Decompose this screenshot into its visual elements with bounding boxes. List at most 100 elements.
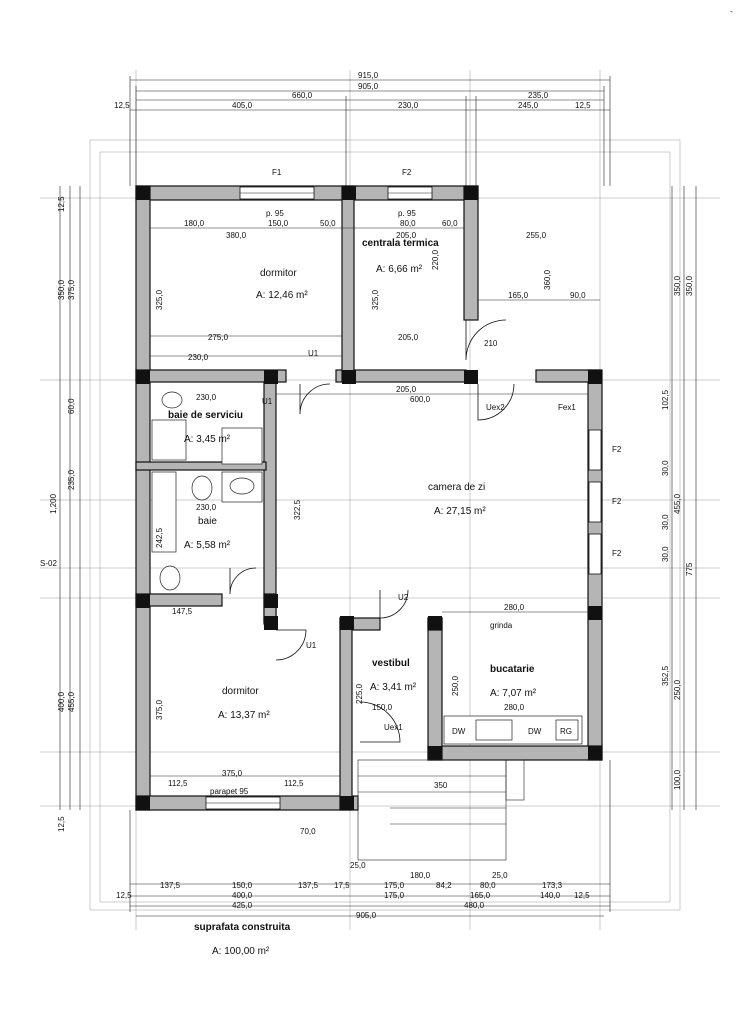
bottom-dim-r2-3: 165,0 <box>470 891 491 900</box>
right-dim-4: 30,0 <box>661 514 670 530</box>
room-area-baie: A: 5,58 m² <box>184 540 231 551</box>
dim-90: 90,0 <box>570 291 586 300</box>
right-dim-8: 100,0 <box>673 769 682 790</box>
dim-row2: 905,0 <box>358 82 379 91</box>
bottom-dim-r1-7: 173,3 <box>542 881 563 890</box>
bottom-dim-r3-1: 480,0 <box>464 901 485 910</box>
right-dim-3: 30,0 <box>661 460 670 476</box>
kitchen-rg: RG <box>560 727 572 736</box>
bottom-dim-r1-5: 84,2 <box>436 881 452 890</box>
doors: U1 U1 U2 U1 Uex1 Uex2 Fex1 <box>229 319 576 743</box>
room-area-dormitor2: A: 13,37 m² <box>218 710 270 721</box>
bottom-dim-extra-0: 25,0 <box>350 861 366 870</box>
right-dim-2: 102,5 <box>661 389 670 410</box>
room-area-centrala: A: 6,66 m² <box>376 264 423 275</box>
right-dim-7: 250,0 <box>673 679 682 700</box>
kitchen-dw-2: DW <box>528 727 542 736</box>
door-label-uex1: Uex1 <box>384 723 403 732</box>
door-label-u1a: U1 <box>308 349 319 358</box>
room-name-baie-serviciu: baie de serviciu <box>168 410 243 421</box>
bottom-dimensions: 25,0 180,0 25,0 137,5 150,0 137,5 17,5 1… <box>116 760 611 920</box>
left-dim-1: 350,0 <box>57 279 66 300</box>
dim-205-top: 205,0 <box>396 231 417 240</box>
left-dim-0: 12,5 <box>57 196 66 212</box>
dim-230-c: 230,0 <box>196 503 217 512</box>
dim-1125-a: 112,5 <box>168 779 188 788</box>
dim-parapet-bottom: parapet 95 <box>210 787 249 796</box>
dim-360: 360,0 <box>543 269 552 290</box>
columns <box>136 186 602 810</box>
dim-375-b: 375,0 <box>155 699 164 720</box>
right-dim-10: 775 <box>685 562 694 576</box>
room-area-dormitor1: A: 12,46 m² <box>256 290 308 301</box>
dim-70: 70,0 <box>300 827 316 836</box>
built-area-summary: suprafata construita A: 100,00 m² <box>194 922 291 957</box>
right-dim-6: 352,5 <box>661 665 670 686</box>
top-dimensions: 915,0 905,0 660,0 235,0 12,5 405,0 230,0… <box>114 71 611 186</box>
kitchen-dw-1: DW <box>452 727 466 736</box>
summary-area: A: 100,00 m² <box>212 946 270 957</box>
dim-205-c: 205,0 <box>396 385 417 394</box>
dim-225: 225,0 <box>355 683 364 704</box>
dim-row4-1: 405,0 <box>232 101 253 110</box>
left-dim-2: 375,0 <box>67 279 76 300</box>
window-label-f2-r1: F2 <box>612 445 622 454</box>
dim-60: 60,0 <box>442 219 458 228</box>
door-label-fex1: Fex1 <box>558 403 576 412</box>
bottom-dim-r1-2: 137,5 <box>298 881 319 890</box>
dim-210-door: 210 <box>484 339 498 348</box>
dim-1125-b: 112,5 <box>284 779 304 788</box>
room-name-camera-zi: camera de zi <box>428 482 485 493</box>
entrance-steps: 350 <box>357 759 525 861</box>
dim-380: 380,0 <box>226 231 247 240</box>
bottom-dim-extra-1: 180,0 <box>410 871 431 880</box>
dim-230-a: 230,0 <box>188 353 209 362</box>
bottom-dim-r3-0: 425,0 <box>232 901 253 910</box>
dim-150-vest: 150,0 <box>372 703 393 712</box>
dim-280-a: 280,0 <box>504 603 525 612</box>
dim-row4-2: 230,0 <box>398 101 419 110</box>
dim-275: 275,0 <box>208 333 229 342</box>
window-label-f2-r2: F2 <box>612 497 622 506</box>
left-dim-5: 1,200 <box>49 493 58 514</box>
right-dim-0: 350,0 <box>673 275 682 296</box>
dim-total-width: 915,0 <box>358 71 379 80</box>
door-label-uex2: Uex2 <box>486 403 505 412</box>
room-name-centrala: centrala termica <box>362 238 439 249</box>
dim-row3-b: 235,0 <box>528 91 549 100</box>
left-dimensions: 12,5 350,0 375,0 60,0 235,0 1,200 400,0 … <box>49 186 81 832</box>
left-dim-6: 400,0 <box>57 691 66 712</box>
dim-205-b: 205,0 <box>398 333 419 342</box>
windows: F1 F2 F2 F2 F2 <box>205 168 622 810</box>
kitchen-fixtures: DW DW RG <box>443 715 583 745</box>
dim-3225: 322,5 <box>293 499 302 520</box>
left-dim-8: 12,5 <box>57 816 66 832</box>
window-label-f1: F1 <box>272 168 282 177</box>
inner-dimensions: 180,0 380,0 150,0 50,0 80,0 60,0 205,0 2… <box>40 209 600 836</box>
right-dimensions: 350,0 350,0 102,5 30,0 30,0 30,0 352,5 2… <box>661 186 697 810</box>
room-area-camera-zi: A: 27,15 m² <box>434 506 486 517</box>
dim-p95-2: p. 95 <box>398 209 416 218</box>
dim-80-top: 80,0 <box>400 219 416 228</box>
dim-row4-4: 12,5 <box>575 101 591 110</box>
dim-600: 600,0 <box>410 395 431 404</box>
window-label-f2-top: F2 <box>402 168 412 177</box>
window-label-f2-r3: F2 <box>612 549 622 558</box>
room-name-bucatarie: bucatarie <box>490 664 535 675</box>
dim-row4-3: 245,0 <box>518 101 539 110</box>
bottom-dim-r1-1: 150,0 <box>232 881 253 890</box>
dim-2425: 242,5 <box>155 527 164 548</box>
dim-250-kitchen: 250,0 <box>451 675 460 696</box>
room-labels: dormitor A: 12,46 m² centrala termica A:… <box>168 238 537 721</box>
right-dim-1: 350,0 <box>685 275 694 296</box>
bottom-dim-r2-4: 140,0 <box>540 891 561 900</box>
bottom-dim-r1-3: 17,5 <box>334 881 350 890</box>
right-dim-9: 455,0 <box>673 493 682 514</box>
bottom-dim-extra-2: 25,0 <box>492 871 508 880</box>
dim-255: 255,0 <box>526 231 547 240</box>
left-dim-3: 60,0 <box>67 398 76 414</box>
bottom-dim-r1-4: 175,0 <box>384 881 405 890</box>
dim-180: 180,0 <box>184 219 205 228</box>
room-area-vestibul: A: 3,41 m² <box>370 682 417 693</box>
